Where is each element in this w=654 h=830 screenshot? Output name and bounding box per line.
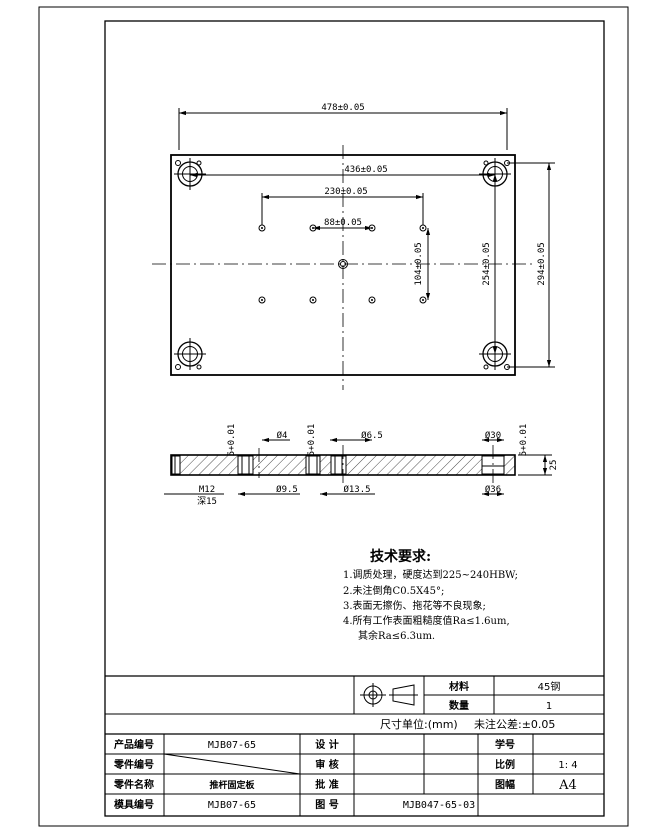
dim-254: 254±0.05 (482, 242, 492, 285)
part-name-value: 推杆固定板 (209, 779, 255, 791)
scale-label: 比例 (495, 758, 515, 771)
dim-88: 88±0.05 (324, 218, 362, 228)
review-label: 审 核 (315, 758, 338, 771)
mold-no-value: MJB07-65 (208, 800, 256, 811)
corner-hole-bl (174, 338, 206, 370)
dim-phi4: Ø4 (277, 430, 288, 441)
requirement-4: 4.所有工作表面粗糙度值Ra≤1.6um, (343, 614, 510, 627)
drawing-no-value: MJB047-65-03 (403, 800, 475, 811)
requirement-3: 3.表面无擦伤、拖花等不良现象; (343, 599, 486, 612)
sheet-value: A4 (558, 778, 577, 793)
projection-symbol (360, 683, 418, 707)
dim-104: 104±0.05 (414, 242, 424, 285)
outer-border (38, 6, 629, 827)
product-no-label: 产品编号 (114, 738, 154, 751)
approve-label: 批 准 (315, 778, 338, 791)
dim-230: 230±0.05 (324, 187, 367, 197)
requirement-2: 2.未注倒角C0.5X45°; (343, 584, 444, 597)
section-view: 5+0.01 5+0.01 5+0.01 Ø4 Ø6.5 Ø30 Ø9.5 Ø1… (164, 424, 559, 507)
scale-value: 1: 4 (558, 760, 577, 771)
thread-m12: M12 (199, 485, 215, 495)
technical-requirements: 技术要求: 1.调质处理，硬度达到225~240HBW; 2.未注倒角C0.5X… (343, 548, 518, 642)
dim-thickness: 25 (549, 460, 559, 471)
dim-counterbore-depth-c: 5+0.01 (519, 424, 529, 457)
sheet-label: 图幅 (495, 778, 515, 791)
dim-counterbore-depth-b: 5+0.01 (307, 424, 317, 457)
material-value: 45钢 (538, 680, 561, 693)
part-name-label: 零件名称 (113, 778, 154, 791)
drawing-no-label: 图 号 (315, 799, 338, 811)
thread-depth: 深15 (197, 496, 217, 507)
title-block: 材料 45钢 数量 1 尺寸单位:(mm) 未注公差:±0.05 产品编号 MJ… (105, 675, 604, 816)
requirement-1: 1.调质处理，硬度达到225~240HBW; (343, 568, 518, 581)
tolerance-text: 未注公差:±0.05 (474, 717, 555, 731)
dim-phi36: Ø36 (485, 484, 501, 495)
small-screw-holes (175, 160, 510, 370)
dim-phi95: Ø9.5 (276, 484, 298, 495)
part-no-strike (163, 753, 301, 775)
requirement-5: 其余Ra≤6.3um. (358, 629, 435, 642)
dim-294: 294±0.05 (537, 242, 547, 285)
mold-no-label: 模具编号 (114, 798, 154, 811)
design-label: 设 计 (315, 738, 338, 751)
qty-label: 数量 (449, 699, 469, 712)
top-view: 478±0.05 436±0.05 230±0.05 88±0.05 104±0… (152, 103, 555, 390)
dim-478: 478±0.05 (321, 103, 364, 113)
student-no-label: 学号 (495, 738, 515, 751)
dim-phi135: Ø13.5 (343, 484, 370, 495)
product-no-value: MJB07-65 (208, 740, 256, 751)
dim-phi65: Ø6.5 (361, 430, 383, 441)
material-label: 材料 (449, 680, 469, 693)
dim-436: 436±0.05 (344, 165, 387, 175)
requirements-title: 技术要求: (370, 548, 431, 565)
dim-counterbore-depth-a: 5+0.01 (227, 424, 237, 457)
part-no-label: 零件编号 (113, 758, 154, 771)
unit-text: 尺寸单位:(mm) (380, 717, 458, 731)
dim-phi30: Ø30 (485, 430, 501, 441)
qty-value: 1 (546, 701, 552, 712)
